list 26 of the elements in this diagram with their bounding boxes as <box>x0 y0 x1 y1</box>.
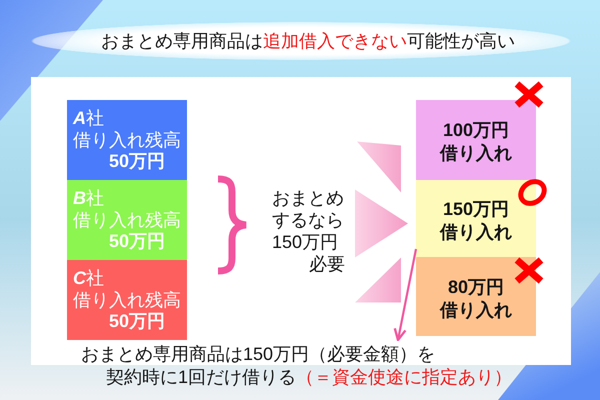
loan-label: 借り入れ <box>440 298 512 322</box>
arrow <box>394 248 418 342</box>
chevron-arrow <box>355 142 408 302</box>
company-name: C社 <box>73 268 104 290</box>
balance-label: 借り入れ残高 <box>73 290 181 311</box>
balance-label: 借り入れ残高 <box>73 130 181 151</box>
summary-text: おまとめ専用商品は150万円（必要金額）を契約時に1回だけ借りる（＝資金使途に指定あり） <box>81 343 512 389</box>
loan-amount: 150万円 <box>442 198 510 220</box>
loan-label: 借り入れ <box>440 142 512 165</box>
company-name: B社 <box>73 188 104 210</box>
loan-option-box <box>416 100 536 180</box>
loan-amount: 80万円 <box>448 276 504 298</box>
balance-box <box>67 180 187 260</box>
balance-box <box>67 100 187 180</box>
loan-option-box <box>416 257 536 336</box>
note-text: おまとめするなら150万円必要 <box>272 187 345 275</box>
loan-option-box <box>416 180 536 257</box>
balance-amount: 50万円 <box>109 231 166 252</box>
title-banner: おまとめ専用商品は追加借入できない可能性が高い <box>31 22 571 60</box>
loan-label: 借り入れ <box>440 220 512 244</box>
balance-amount: 50万円 <box>109 151 166 172</box>
loan-amount: 100万円 <box>442 119 510 142</box>
balance-label: 借り入れ残高 <box>73 210 181 231</box>
balance-box <box>67 260 187 340</box>
balance-amount: 50万円 <box>109 311 166 332</box>
company-name: A社 <box>73 108 104 130</box>
